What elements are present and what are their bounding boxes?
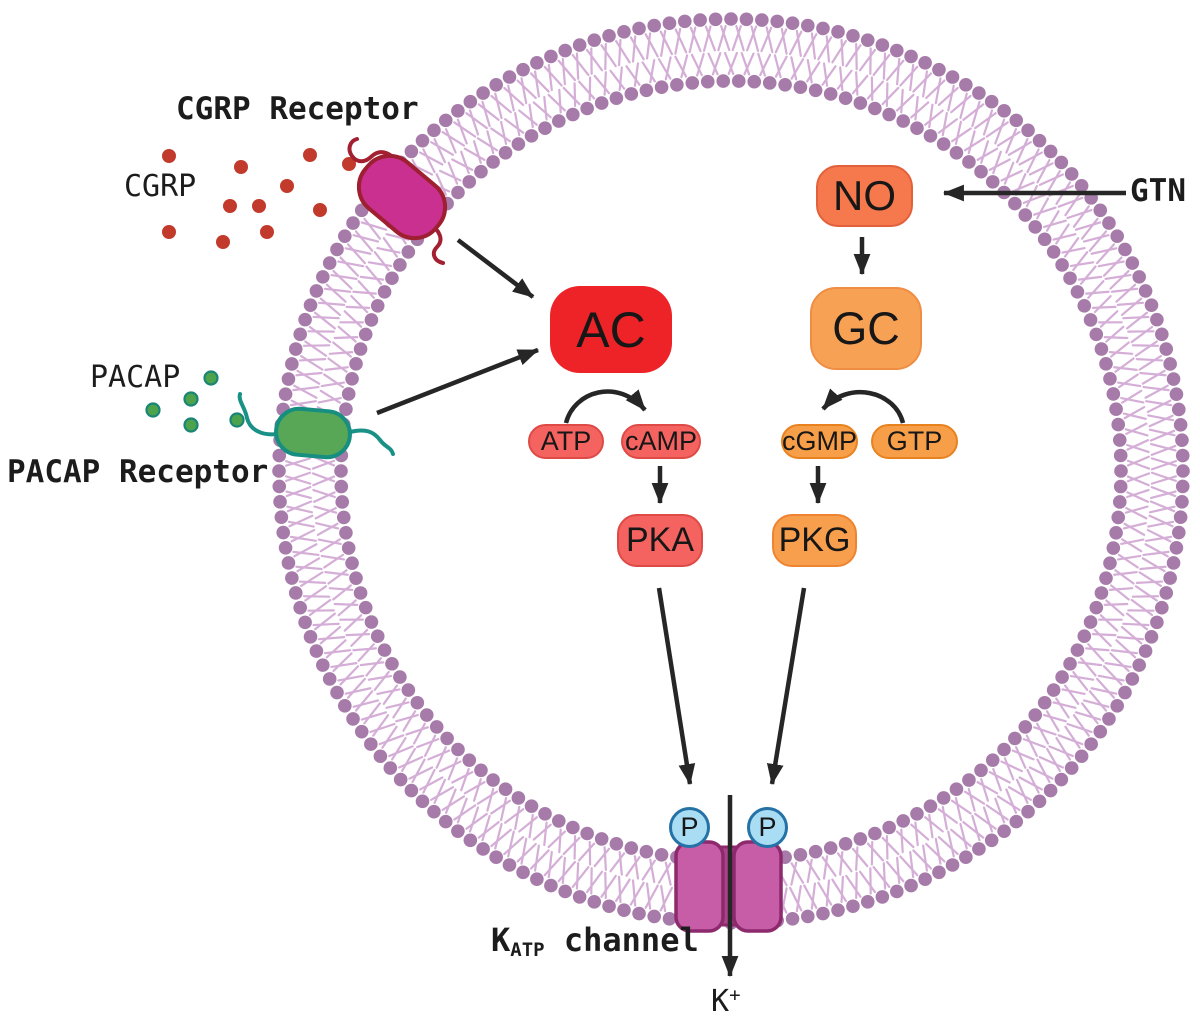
ac-node: AC [550, 286, 672, 373]
atp-to-camp-arrow [563, 389, 647, 424]
cgrp-to-ac-arrow [456, 238, 535, 299]
pka-label: PKA [625, 521, 695, 559]
potassium-ion-label: K+ [711, 984, 741, 1019]
cgrp-receptor-label: CGRP Receptor [176, 91, 419, 127]
no-label: NO [833, 172, 896, 219]
camp-node: cAMP [621, 424, 701, 459]
phosphate-right-badge: P [747, 807, 788, 848]
gtp-label: GTP [886, 426, 943, 456]
cgmp-label: cGMP [782, 426, 858, 456]
cgmp-node: cGMP [781, 424, 858, 459]
phosphate-left-label: P [680, 812, 699, 842]
pacap-ligand-dots [145, 370, 245, 433]
kion-base: K [711, 984, 730, 1019]
katp-sub: ATP [510, 939, 545, 961]
atp-node: ATP [528, 424, 604, 459]
gtp-node: GTP [871, 424, 958, 459]
no-node: NO [816, 165, 913, 227]
phosphate-right-label: P [758, 812, 777, 842]
cgrp-receptor [347, 137, 448, 265]
kion-sup: + [729, 984, 741, 1006]
gc-node: GC [810, 287, 922, 370]
pka-to-channel-arrow [656, 587, 696, 786]
gtn-label: GTN [1130, 173, 1186, 209]
pkg-to-channel-arrow [766, 587, 807, 786]
gtp-to-cgmp-arrow [821, 388, 906, 424]
cgrp-ligand-label: CGRP [124, 169, 197, 204]
katp-k: K [491, 921, 511, 959]
cell-membrane [272, 12, 1190, 930]
gc-label: GC [832, 302, 900, 354]
pacap-ligand-label: PACAP [90, 360, 181, 395]
pacap-receptor-label: PACAP Receptor [7, 454, 269, 490]
pka-node: PKA [617, 514, 703, 567]
cgrp-ligand-dots [162, 148, 356, 249]
camp-label: cAMP [624, 426, 697, 456]
pkg-node: PKG [772, 514, 857, 567]
pacap-to-ac-arrow [376, 347, 539, 416]
phosphate-left-badge: P [669, 807, 710, 848]
pkg-label: PKG [778, 521, 851, 559]
katp-rest: channel [544, 921, 699, 959]
katp-channel-label: KATP channel [491, 921, 699, 961]
pacap-receptor [237, 392, 395, 460]
ac-label: AC [576, 301, 646, 358]
atp-label: ATP [540, 426, 592, 456]
